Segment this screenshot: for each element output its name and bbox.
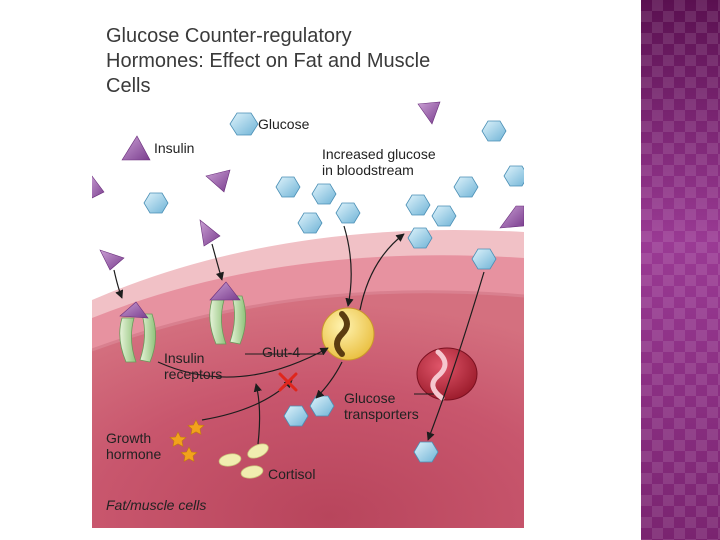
glut4-transporter: [321, 307, 375, 361]
yellow-ellipse-icon: [247, 443, 269, 459]
pathway-arrows: [113, 225, 485, 445]
growth-hormone-line2: hormone: [106, 446, 162, 462]
red-glucose-transporter: [416, 347, 478, 401]
arrow-glucose-to-glut4: [343, 225, 354, 307]
increased-glucose-line1: Increased glucose: [322, 146, 436, 162]
insulin-triangle-icon: [92, 175, 105, 199]
insulin-triangle-icon: [417, 101, 441, 125]
glucose-hexagon-icon: [143, 192, 169, 214]
block-x-icon: [278, 372, 298, 392]
cortisol-label: Cortisol: [268, 466, 316, 482]
arrow-insulin-to-receptor-left: [113, 269, 124, 299]
glucose-hexagon-icon: [413, 441, 439, 463]
insulin-receptors-line1: Insulin: [164, 350, 205, 366]
insulin-triangle-icon: [121, 135, 151, 161]
orange-star-icon: [180, 446, 198, 463]
glucose-hexagon-icon: [335, 202, 361, 224]
yellow-ellipse-icon: [218, 453, 242, 467]
insulin-receptors-line2: receptors: [164, 366, 223, 382]
insulin-triangle-icon: [209, 281, 241, 301]
glut4-label: Glut-4: [262, 344, 301, 360]
increased-glucose-line2: in bloodstream: [322, 162, 414, 178]
glucose-transporters-label: Glucose transporters: [344, 390, 419, 422]
growth-hormone-label: Growth hormone: [106, 430, 161, 462]
arrow-transporter-to-glucose: [315, 361, 343, 399]
arrow-glut4-to-bloodstream: [359, 233, 405, 311]
arrow-cortisol: [253, 383, 262, 445]
yellow-ellipse-icon: [240, 465, 264, 479]
glucose-hexagon-icon: [503, 165, 524, 187]
arrow-receptor-to-glut4: [157, 347, 329, 378]
glucose-hexagon-icon: [311, 183, 337, 205]
growth-hormone-line1: Growth: [106, 430, 152, 446]
orange-star-icon: [169, 431, 187, 448]
insulin-label: Insulin: [154, 140, 195, 156]
cortisol-molecules: [218, 443, 269, 479]
glucose-label: Glucose: [258, 116, 310, 132]
insulin-receptor-right: [209, 295, 246, 345]
insulin-molecules: [92, 101, 524, 319]
insulin-triangle-icon: [499, 205, 524, 229]
diagram-title: Glucose Counter-regulatory Hormones: Eff…: [106, 25, 431, 97]
insulin-receptors-label: Insulin receptors: [164, 350, 222, 382]
insulin-triangle-icon: [119, 301, 149, 319]
increased-glucose-label: Increased glucose in bloodstream: [322, 146, 436, 178]
glucose-hexagon-icon: [407, 227, 433, 249]
glucose-molecules: [143, 112, 524, 463]
insulin-triangle-icon: [199, 219, 221, 247]
glucose-hexagon-icon: [405, 194, 431, 216]
insulin-triangle-icon: [205, 169, 231, 193]
glucose-hexagon-icon: [453, 176, 479, 198]
diagram-illustration: [92, 101, 524, 528]
glucose-hexagon-icon: [297, 212, 323, 234]
decorative-side-panel: [641, 0, 720, 540]
glucose-hexagon-icon: [229, 112, 259, 136]
cell-caption: Fat/muscle cells: [106, 497, 207, 513]
growth-hormone-molecules: [169, 419, 205, 463]
glucose-hexagon-icon: [471, 248, 497, 270]
orange-star-icon: [187, 419, 205, 436]
insulin-triangle-icon: [99, 249, 125, 271]
glucose-hexagon-icon: [481, 120, 507, 142]
arrow-bloodstream-to-transporter: [426, 271, 485, 441]
arrow-insulin-to-receptor-right: [211, 243, 224, 281]
glucose-hexagon-icon: [431, 205, 457, 227]
glucose-transporters-line2: transporters: [344, 406, 419, 422]
glucose-hexagon-icon: [283, 405, 309, 427]
diagram-figure: Glucose Counter-regulatory Hormones: Eff…: [92, 0, 524, 528]
label-pointers: [245, 353, 434, 395]
glucose-transporters-line1: Glucose: [344, 390, 396, 406]
glucose-hexagon-icon: [275, 176, 301, 198]
insulin-receptor-left: [119, 313, 156, 363]
